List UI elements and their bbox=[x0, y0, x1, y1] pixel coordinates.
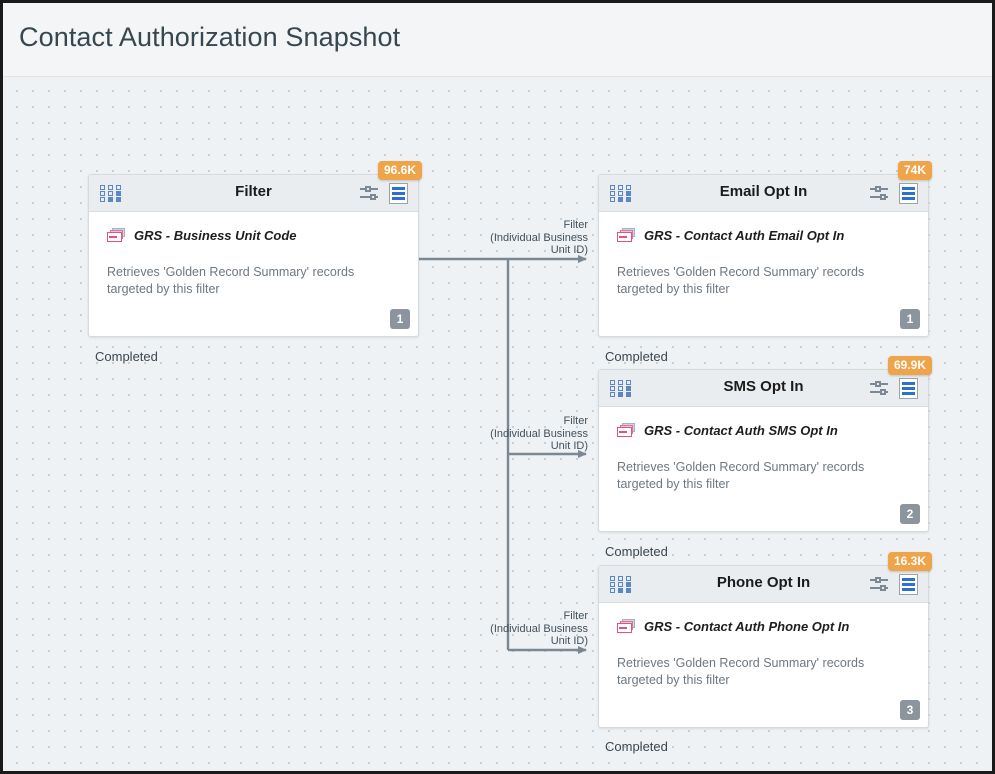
sliders-icon[interactable] bbox=[870, 380, 888, 396]
edge-label-to-phone: Filter (Individual Business Unit ID) bbox=[443, 610, 588, 648]
document-icon[interactable] bbox=[899, 574, 918, 595]
records-stack-icon bbox=[107, 228, 125, 243]
node-body: GRS - Business Unit Code Retrieves 'Gold… bbox=[89, 212, 418, 337]
dataset-name: GRS - Business Unit Code bbox=[134, 228, 297, 243]
node-header: Filter 96.6K bbox=[89, 161, 422, 212]
node-header: Phone Opt In 16.3K bbox=[599, 552, 932, 603]
page-header: Contact Authorization Snapshot bbox=[3, 3, 992, 77]
dataset-row: GRS - Contact Auth Phone Opt In bbox=[617, 619, 916, 634]
document-icon[interactable] bbox=[899, 183, 918, 204]
record-count-badge: 96.6K bbox=[377, 161, 422, 180]
edge-label-line-3: Unit ID) bbox=[550, 635, 588, 647]
edge-label-line-2: (Individual Business bbox=[490, 427, 588, 440]
edge-label-line-1: Filter bbox=[563, 219, 588, 231]
document-icon[interactable] bbox=[899, 378, 918, 399]
edge-label-to-sms: Filter (Individual Business Unit ID) bbox=[443, 415, 588, 453]
node-description: Retrieves 'Golden Record Summary' record… bbox=[107, 265, 355, 296]
record-count-badge: 74K bbox=[897, 161, 932, 180]
sequence-badge: 2 bbox=[900, 504, 920, 524]
records-stack-icon bbox=[617, 619, 635, 634]
sequence-badge: 1 bbox=[390, 309, 410, 329]
node-email-opt-in[interactable]: Email Opt In 74K bbox=[598, 161, 932, 337]
records-stack-icon bbox=[617, 423, 635, 438]
edge-label-line-1: Filter bbox=[563, 415, 588, 427]
grid-icon bbox=[610, 576, 632, 594]
document-icon[interactable] bbox=[389, 183, 408, 204]
records-stack-icon bbox=[617, 228, 635, 243]
record-count-badge: 69.9K bbox=[887, 356, 932, 375]
node-phone-opt-in[interactable]: Phone Opt In 16.3K bbox=[598, 552, 932, 728]
grid-icon bbox=[610, 380, 632, 398]
node-body: GRS - Contact Auth Phone Opt In Retrieve… bbox=[599, 603, 928, 728]
node-sms-opt-in[interactable]: SMS Opt In 69.9K bbox=[598, 356, 932, 532]
sliders-icon[interactable] bbox=[870, 576, 888, 592]
edge-label-line-2: (Individual Business bbox=[490, 231, 588, 244]
node-body: GRS - Contact Auth SMS Opt In Retrieves … bbox=[599, 407, 928, 532]
edge-label-line-1: Filter bbox=[563, 610, 588, 622]
node-status-sms-opt-in: Completed bbox=[605, 544, 668, 559]
dataset-name: GRS - Contact Auth Email Opt In bbox=[644, 228, 845, 243]
dataset-name: GRS - Contact Auth SMS Opt In bbox=[644, 423, 838, 438]
node-header: Email Opt In 74K bbox=[599, 161, 932, 212]
node-filter[interactable]: Filter 96.6K bbox=[88, 161, 422, 337]
sequence-badge: 3 bbox=[900, 700, 920, 720]
node-status-phone-opt-in: Completed bbox=[605, 739, 668, 754]
dataset-row: GRS - Contact Auth Email Opt In bbox=[617, 228, 916, 243]
grid-icon bbox=[610, 185, 632, 203]
edge-label-to-email: Filter (Individual Business Unit ID) bbox=[443, 219, 588, 257]
flow-canvas[interactable]: Filter (Individual Business Unit ID) Fil… bbox=[3, 78, 992, 771]
sliders-icon[interactable] bbox=[360, 185, 378, 201]
edge-label-line-3: Unit ID) bbox=[550, 244, 588, 256]
record-count-badge: 16.3K bbox=[887, 552, 932, 571]
dataset-row: GRS - Contact Auth SMS Opt In bbox=[617, 423, 916, 438]
sequence-badge: 1 bbox=[900, 309, 920, 329]
node-description: Retrieves 'Golden Record Summary' record… bbox=[617, 460, 865, 491]
node-description: Retrieves 'Golden Record Summary' record… bbox=[617, 656, 865, 687]
edge-label-line-3: Unit ID) bbox=[550, 440, 588, 452]
node-header: SMS Opt In 69.9K bbox=[599, 356, 932, 407]
edge-label-line-2: (Individual Business bbox=[490, 622, 588, 635]
grid-icon bbox=[100, 185, 122, 203]
sliders-icon[interactable] bbox=[870, 185, 888, 201]
node-status-filter: Completed bbox=[95, 349, 158, 364]
node-status-email-opt-in: Completed bbox=[605, 349, 668, 364]
node-body: GRS - Contact Auth Email Opt In Retrieve… bbox=[599, 212, 928, 337]
node-description: Retrieves 'Golden Record Summary' record… bbox=[617, 265, 865, 296]
dataset-row: GRS - Business Unit Code bbox=[107, 228, 406, 243]
page-title: Contact Authorization Snapshot bbox=[19, 22, 401, 52]
dataset-name: GRS - Contact Auth Phone Opt In bbox=[644, 619, 850, 634]
